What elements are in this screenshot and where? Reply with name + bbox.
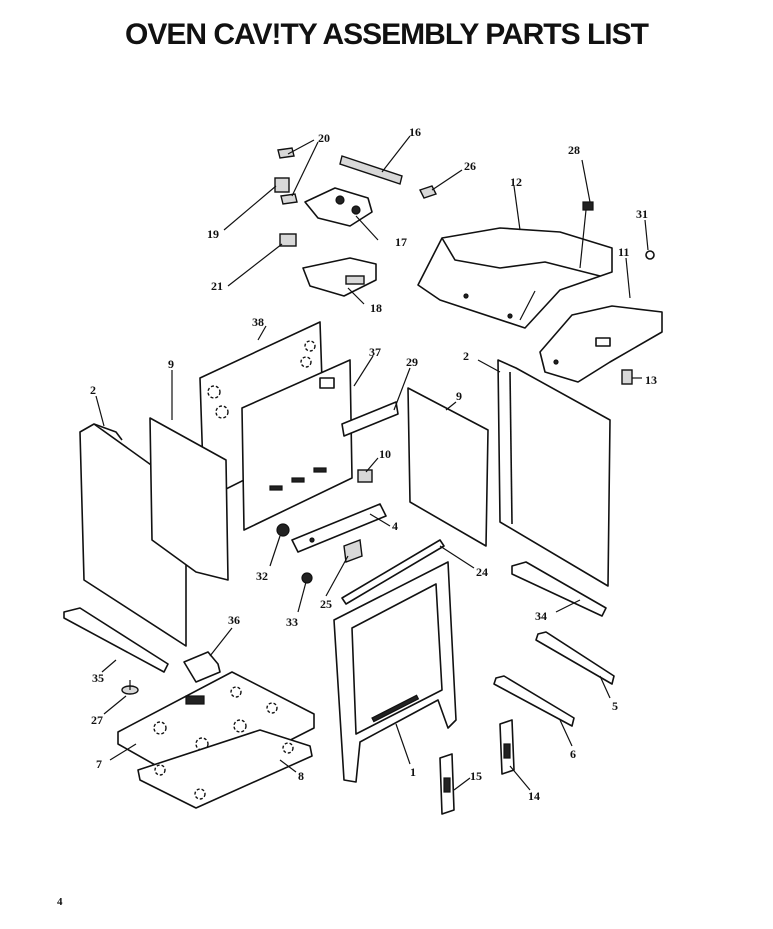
callout-21: 21	[211, 279, 223, 293]
part-14-hinge	[499, 719, 515, 775]
callout-12: 12	[510, 175, 522, 189]
part-5-rail	[535, 631, 615, 685]
callout-18: 18	[370, 301, 382, 315]
part-12-top-panel	[417, 227, 613, 329]
callout-36: 36	[228, 613, 240, 627]
callout-6: 6	[570, 747, 576, 761]
callout-1: 1	[410, 765, 416, 779]
callout-5: 5	[612, 699, 618, 713]
callout-27: 27	[91, 713, 103, 727]
callout-19: 19	[207, 227, 219, 241]
part-24-strip	[341, 539, 445, 605]
part-11-rear-top-panel	[539, 305, 663, 383]
part-10-clip	[357, 469, 373, 483]
callout-9-left: 9	[168, 357, 174, 371]
part-34-rail	[511, 561, 607, 617]
callout-11: 11	[618, 245, 629, 259]
part-28-clip	[579, 201, 594, 269]
callout-33: 33	[286, 615, 298, 629]
part-9-right-liner	[407, 387, 489, 547]
part-37-back-panel	[241, 359, 353, 531]
callout-34: 34	[535, 609, 547, 623]
callout-17: 17	[395, 235, 407, 249]
callout-16: 16	[409, 125, 421, 139]
callout-14: 14	[528, 789, 540, 803]
part-9-left-liner	[149, 417, 229, 581]
callout-7: 7	[96, 757, 102, 771]
callout-20: 20	[318, 131, 330, 145]
part-36-bracket	[183, 651, 221, 683]
part-2-right-side-panel	[497, 359, 611, 587]
part-32-grommet	[276, 523, 290, 537]
callout-24: 24	[476, 565, 488, 579]
callout-25: 25	[320, 597, 332, 611]
part-16-bar	[339, 155, 403, 185]
callout-13: 13	[645, 373, 657, 387]
page-title: OVEN CAV!TY ASSEMBLY PARTS LIST	[125, 18, 649, 51]
callout-2-left: 2	[90, 383, 96, 397]
callout-31: 31	[636, 207, 648, 221]
callout-4: 4	[392, 519, 398, 533]
callout-38: 38	[252, 315, 264, 329]
callout-28: 28	[568, 143, 580, 157]
callout-32: 32	[256, 569, 268, 583]
part-35-bottom-rail	[63, 607, 169, 673]
callout-15: 15	[470, 769, 482, 783]
callout-37: 37	[369, 345, 381, 359]
callout-26: 26	[464, 159, 476, 173]
callout-35: 35	[92, 671, 104, 685]
part-20-clips	[277, 147, 298, 205]
callout-2-right: 2	[463, 349, 469, 363]
part-15-hinge	[439, 753, 455, 815]
part-8-bottom-panel	[137, 729, 313, 809]
part-25-bracket	[343, 539, 363, 563]
part-33-grommet	[301, 572, 313, 584]
part-31-screw	[645, 250, 655, 260]
page-number: 4	[57, 896, 63, 908]
callout-8: 8	[298, 769, 304, 783]
part-7-oven-bottom	[117, 671, 315, 789]
part-26-knob	[419, 185, 437, 199]
part-29-rail	[341, 401, 399, 437]
callout-29: 29	[406, 355, 418, 369]
part-13-bracket	[621, 369, 633, 385]
leader-lines	[95, 135, 649, 791]
part-19-clip	[274, 177, 290, 193]
part-17-hinge-assembly	[304, 187, 373, 227]
part-1-front-frame	[333, 561, 457, 783]
part-4-channel	[291, 503, 387, 553]
callout-labels: 20 16 26 28 12 31 19 17 11 21 18 38 37 2…	[90, 125, 657, 803]
callout-10: 10	[379, 447, 391, 461]
callout-9-right: 9	[456, 389, 462, 403]
part-27-leveling-leg	[121, 680, 139, 695]
part-21-bracket	[279, 233, 297, 247]
part-18-plate	[302, 257, 377, 297]
part-6-rail	[493, 675, 575, 727]
